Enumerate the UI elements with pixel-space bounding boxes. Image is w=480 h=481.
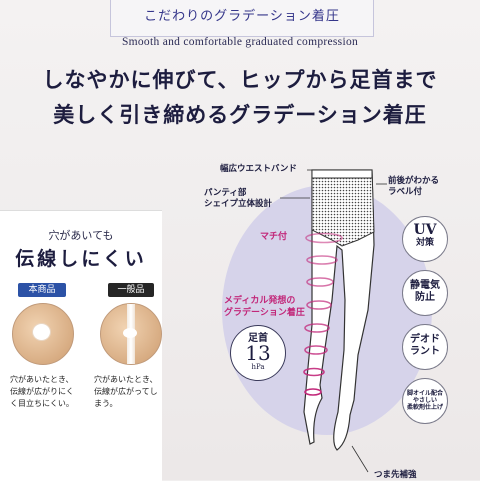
callout-panty: パンティ部 シェイプ立体設計 — [204, 188, 273, 209]
panty-mesh — [311, 169, 375, 247]
ours-caption: 穴があいたとき、伝線が広がりにくく目立ちにくい。 — [10, 375, 74, 408]
tights-illustration — [280, 169, 387, 473]
ours-fabric-swatch — [12, 303, 74, 365]
ankle-pressure-badge: 足首 13 hPa — [230, 325, 286, 381]
comparison-panel: 穴があいても 伝線しにくい 本商品 一般品 穴があいたとき、伝線が広がりにくく目… — [0, 210, 162, 481]
headline-line-2: 美しく引き締めるグラデーション着圧 — [53, 103, 427, 127]
callout-label: 前後がわかる ラベル付 — [388, 176, 440, 197]
pressure-unit: hPa — [251, 363, 265, 371]
pressure-label: 足首 — [248, 333, 268, 344]
header-banner: こだわりのグラデーション着圧 — [110, 0, 374, 37]
pressure-value: 13 — [245, 341, 271, 365]
comparison-subtitle: 穴があいても — [48, 229, 114, 242]
general-caption: 穴があいたとき、伝線が広がってしまう。 — [94, 375, 158, 408]
callout-lines — [280, 169, 387, 473]
callout-medical: メディカル発想の グラデーション着圧 — [224, 296, 305, 318]
softener-badge: 脚オイル配合 やさしい 柔軟剤仕上げ — [402, 378, 448, 424]
deodorant-badge: デオド ラント — [402, 324, 448, 370]
waistband-shape — [311, 169, 373, 179]
compression-rings — [303, 232, 343, 396]
header-title: こだわりのグラデーション着圧 — [144, 9, 340, 24]
callout-waistband: 幅広ウエストバンド — [220, 164, 297, 174]
hole-icon — [123, 328, 137, 338]
ours-tag: 本商品 — [18, 283, 66, 297]
comparison-title: 伝線しにくい — [15, 248, 147, 270]
general-tag: 一般品 — [108, 283, 154, 297]
stocking-diagram: 幅広ウエストバンド 前後がわかる ラベル付 パンティ部 シェイプ立体設計 マチ付… — [162, 150, 480, 480]
hole-icon — [33, 324, 50, 340]
header-subtitle: Smooth and comfortable graduated compres… — [121, 36, 359, 48]
general-fabric-swatch — [100, 303, 162, 365]
callout-gusset: マチ付 — [260, 232, 288, 242]
callout-toe: つま先補強 — [374, 470, 417, 480]
antistatic-badge: 静電気 防止 — [402, 270, 448, 316]
headline-line-1: しなやかに伸びて、ヒップから足首まで — [42, 68, 438, 92]
uv-badge: UV 対策 — [402, 216, 448, 262]
